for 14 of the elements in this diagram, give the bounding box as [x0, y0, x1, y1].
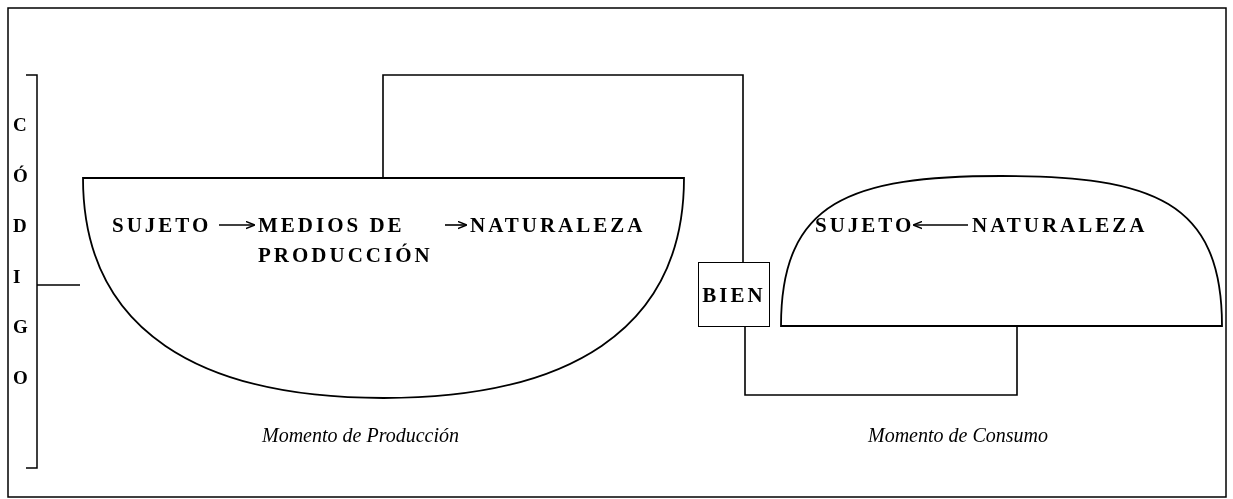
arrow — [218, 220, 256, 230]
arrow — [912, 220, 969, 230]
connector-line — [744, 326, 1018, 396]
node-label: SUJETO — [112, 212, 213, 239]
arrow — [444, 220, 468, 230]
node-label: NATURALEZA — [470, 212, 647, 239]
node-label: SUJETO — [815, 212, 916, 239]
vertical-label: CÓDIGO — [13, 113, 29, 390]
node-label: NATURALEZA — [972, 212, 1149, 239]
process-box: BIEN — [698, 262, 770, 327]
caption: Momento de Consumo — [868, 424, 1048, 447]
node-label: MEDIOS DE PRODUCCIÓN — [258, 212, 434, 269]
caption: Momento de Producción — [262, 424, 459, 447]
connector-line — [382, 74, 744, 263]
